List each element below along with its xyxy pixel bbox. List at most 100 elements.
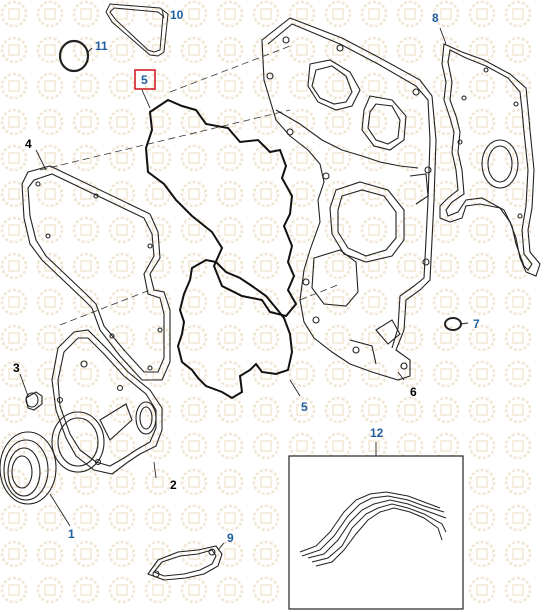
watermark-gear-icon: [180, 108, 208, 136]
watermark-gear-icon: [468, 216, 496, 244]
callout-label-10[interactable]: 10: [170, 8, 184, 22]
watermark-gear-icon: [144, 540, 172, 568]
watermark-mark-icon: [80, 440, 92, 452]
leader-lines: [19, 9, 469, 551]
watermark-gear-icon: [324, 180, 352, 208]
watermark-mark-icon: [188, 512, 200, 524]
watermark-mark-icon: [224, 224, 236, 236]
watermark-mark-icon: [80, 80, 92, 92]
watermark-mark-icon: [116, 512, 128, 524]
watermark-gear-icon: [432, 432, 460, 460]
watermark-mark-icon: [260, 224, 272, 236]
watermark-gear-icon: [180, 396, 208, 424]
watermark-mark-icon: [80, 260, 92, 272]
watermark-gear-icon: [216, 252, 244, 280]
watermark-mark-icon: [260, 440, 272, 452]
watermark-gear-icon: [468, 0, 496, 28]
callout-label-9[interactable]: 9: [227, 531, 234, 545]
watermark-mark-icon: [404, 224, 416, 236]
watermark-gear-icon: [72, 144, 100, 172]
watermark-mark-icon: [224, 332, 236, 344]
watermark-gear-icon: [0, 144, 28, 172]
watermark-mark-icon: [44, 296, 56, 308]
watermark-gear-icon: [504, 324, 532, 352]
watermark-gear-icon: [72, 576, 100, 604]
watermark-gear-icon: [36, 324, 64, 352]
watermark-gear-icon: [144, 360, 172, 388]
watermark-gear-icon: [108, 72, 136, 100]
watermark-gear-icon: [432, 396, 460, 424]
watermark-gear-icon: [144, 432, 172, 460]
watermark-mark-icon: [152, 548, 164, 560]
watermark-gear-icon: [324, 36, 352, 64]
watermark-gear-icon: [432, 252, 460, 280]
watermark-gear-icon: [468, 396, 496, 424]
watermark-gear-icon: [504, 432, 532, 460]
callout-label-3[interactable]: 3: [13, 361, 20, 375]
watermark-mark-icon: [8, 548, 20, 560]
callout-label-2[interactable]: 2: [170, 478, 177, 492]
watermark-gear-icon: [216, 540, 244, 568]
watermark-mark-icon: [188, 152, 200, 164]
watermark-gear-icon: [252, 432, 280, 460]
watermark-mark-icon: [188, 476, 200, 488]
watermark-gear-icon: [468, 504, 496, 532]
watermark-gear-icon: [36, 72, 64, 100]
watermark-gear-icon: [180, 0, 208, 28]
watermark-gear-icon: [72, 396, 100, 424]
part-4-rear-plate: [21, 165, 171, 381]
callout-label-11[interactable]: 11: [95, 39, 108, 53]
watermark-mark-icon: [152, 152, 164, 164]
watermark-mark-icon: [224, 512, 236, 524]
callout-label-12[interactable]: 12: [370, 426, 384, 440]
watermark-mark-icon: [260, 152, 272, 164]
watermark-gear-icon: [72, 288, 100, 316]
watermark-gear-icon: [252, 324, 280, 352]
watermark-gear-icon: [108, 396, 136, 424]
watermark-mark-icon: [116, 332, 128, 344]
callout-label-1[interactable]: 1: [68, 527, 75, 541]
watermark-mark-icon: [8, 440, 20, 452]
watermark-gear-icon: [216, 324, 244, 352]
watermark-mark-icon: [404, 332, 416, 344]
watermark-mark-icon: [512, 332, 524, 344]
watermark-mark-icon: [80, 296, 92, 308]
watermark-gear-icon: [432, 144, 460, 172]
watermark-gear-icon: [36, 0, 64, 28]
watermark-mark-icon: [44, 8, 56, 20]
watermark-mark-icon: [8, 260, 20, 272]
watermark-gear-icon: [36, 468, 64, 496]
watermark-gear-icon: [180, 432, 208, 460]
watermark-gear-icon: [504, 576, 532, 604]
watermark-mark-icon: [440, 8, 452, 20]
callout-label-4[interactable]: 4: [25, 137, 32, 151]
callout-label-8[interactable]: 8: [432, 11, 439, 25]
watermark-gear-icon: [180, 576, 208, 604]
watermark-gear-icon: [288, 0, 316, 28]
watermark-mark-icon: [404, 152, 416, 164]
watermark-gear-icon: [216, 36, 244, 64]
watermark-gear-icon: [360, 432, 388, 460]
part-5-gasket-upper: [144, 98, 298, 318]
watermark-mark-icon: [332, 116, 344, 128]
watermark-mark-icon: [260, 260, 272, 272]
callout-label-7[interactable]: 7: [473, 317, 480, 331]
callout-label-6[interactable]: 6: [410, 385, 417, 399]
watermark-gear-icon: [360, 72, 388, 100]
watermark-mark-icon: [8, 368, 20, 380]
watermark-mark-icon: [188, 404, 200, 416]
watermark-gear-icon: [288, 396, 316, 424]
watermark-gear-icon: [36, 216, 64, 244]
watermark-gear-icon: [144, 576, 172, 604]
watermark-mark-icon: [80, 8, 92, 20]
callout-label-5-top[interactable]: 5: [141, 73, 148, 87]
callout-label-5-bottom[interactable]: 5: [301, 400, 308, 414]
watermark-gear-icon: [468, 252, 496, 280]
watermark-mark-icon: [188, 80, 200, 92]
watermark-mark-icon: [152, 332, 164, 344]
watermark-mark-icon: [368, 80, 380, 92]
watermark-mark-icon: [512, 368, 524, 380]
watermark-mark-icon: [8, 44, 20, 56]
watermark-mark-icon: [152, 440, 164, 452]
watermark-gear-icon: [504, 396, 532, 424]
